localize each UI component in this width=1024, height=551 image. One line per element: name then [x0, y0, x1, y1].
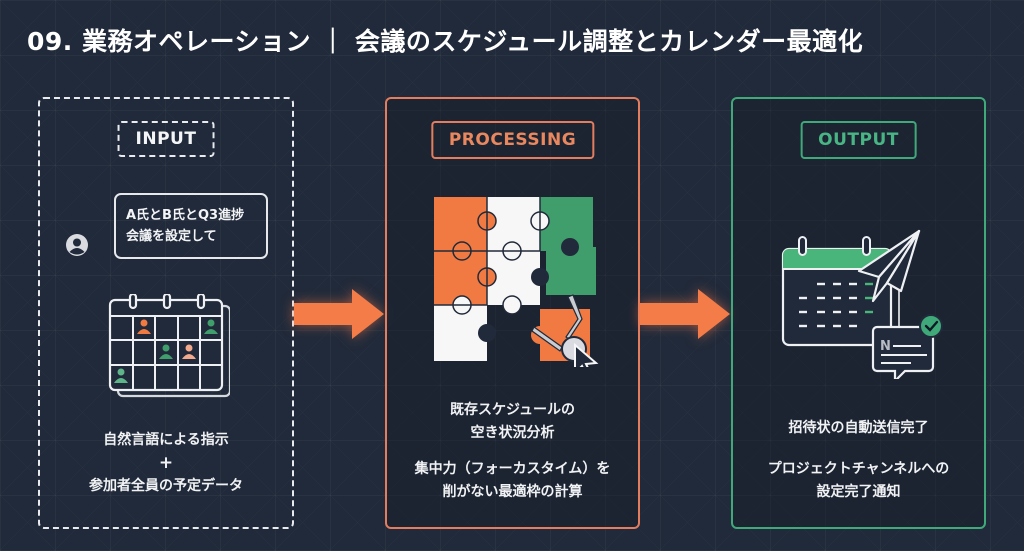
chat-message-line1: A氏とB氏とQ3進捗: [126, 208, 245, 223]
output-label: OUTPUT: [800, 121, 917, 159]
calendar-icon: N: [781, 229, 943, 379]
arrow-right-icon: [640, 289, 730, 339]
processing-desc2-line1: 集中力（フォーカスタイム）を: [414, 461, 611, 477]
input-desc-line1: 自然言語による指示: [103, 432, 229, 448]
input-desc-line2: 参加者全員の予定データ: [89, 478, 243, 494]
chat-message-line2: 会議を設定して: [126, 229, 217, 244]
output-description-1: 招待状の自動送信完了: [788, 420, 929, 436]
input-panel: INPUT A氏とB氏とQ3進捗 会議を設定して: [38, 97, 294, 529]
paper-plane-icon: [857, 229, 921, 339]
input-label: INPUT: [117, 121, 215, 157]
output-desc2-line2: 設定完了通知: [816, 484, 901, 500]
notification-check-icon: N: [871, 314, 943, 379]
page-title: 09. 業務オペレーション ｜ 会議のスケジュール調整とカレンダー最適化: [27, 27, 864, 56]
robot-arm-cursor-icon: [531, 294, 599, 367]
processing-description-2: 集中力（フォーカスタイム）を 削がない最適枠の計算: [387, 458, 638, 504]
arrow-right-icon: [294, 289, 384, 339]
user-avatar-icon: [66, 234, 88, 256]
processing-desc1-line2: 空き状況分析: [470, 425, 555, 441]
attendee-icons: [114, 319, 218, 383]
output-desc2-line1: プロジェクトチャンネルへの: [767, 461, 950, 477]
output-description-2: プロジェクトチャンネルへの 設定完了通知: [733, 458, 984, 504]
processing-desc1-line1: 既存スケジュールの: [449, 402, 576, 418]
processing-description-1: 既存スケジュールの 空き状況分析: [387, 399, 638, 445]
processing-desc2-line2: 削がない最適枠の計算: [442, 484, 583, 500]
processing-panel: PROCESSING: [385, 97, 640, 529]
chat-bubble: A氏とB氏とQ3進捗 会議を設定して: [114, 193, 268, 259]
notification-letter: N: [880, 339, 891, 354]
output-panel: OUTPUT N: [731, 97, 986, 529]
processing-label: PROCESSING: [430, 121, 595, 159]
input-description: 自然言語による指示 + 参加者全員の予定データ: [40, 429, 292, 498]
puzzle-icon: [434, 197, 599, 367]
calendar-with-attendees-icon: [108, 294, 230, 398]
input-desc-plus: +: [158, 453, 174, 473]
